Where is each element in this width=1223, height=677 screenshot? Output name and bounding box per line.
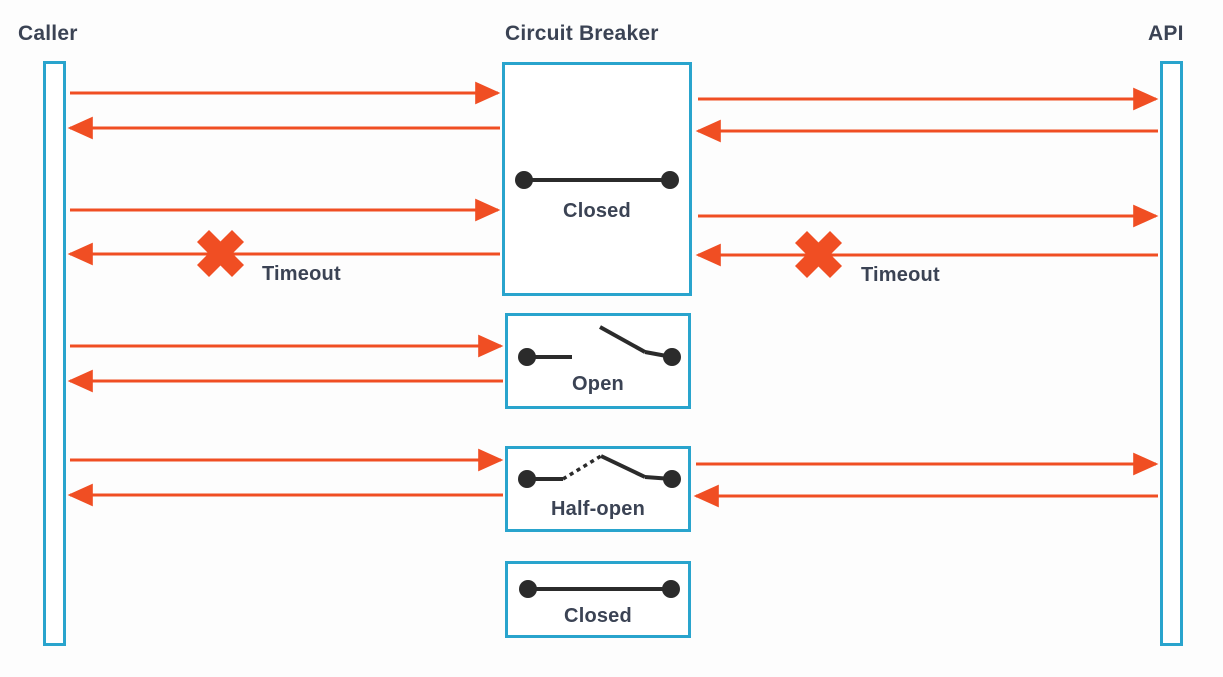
actor-label-caller: Caller (18, 22, 78, 45)
timeout-label: Timeout (861, 264, 940, 286)
state-box-outline (505, 446, 691, 532)
state-box-closed-1: Closed (502, 62, 692, 296)
state-box-label: Closed (564, 605, 632, 627)
actor-label-circuit-breaker: Circuit Breaker (505, 22, 659, 45)
state-box-label: Closed (563, 200, 631, 222)
cross-icon (196, 229, 245, 278)
state-box-half-open-1: Half-open (505, 446, 691, 532)
timeout-label: Timeout (262, 263, 341, 285)
lifeline-api (1160, 61, 1183, 646)
timeout-marker-left: Timeout (196, 229, 341, 285)
lifeline-caller (43, 61, 66, 646)
switch-glyph-closed (519, 580, 680, 598)
state-box-label: Half-open (551, 498, 645, 520)
state-box-closed-2: Closed (505, 561, 691, 638)
state-box-outline (505, 313, 691, 409)
switch-glyph-closed (515, 171, 679, 189)
state-box-outline (505, 561, 691, 638)
state-box-label: Open (572, 373, 624, 395)
timeout-marker-right: Timeout (794, 230, 940, 286)
actor-label-api: API (1148, 22, 1184, 45)
state-box-open-1: Open (505, 313, 691, 409)
switch-glyph-half-open (518, 454, 681, 488)
cross-icon (794, 230, 843, 279)
switch-glyph-open (518, 325, 681, 366)
